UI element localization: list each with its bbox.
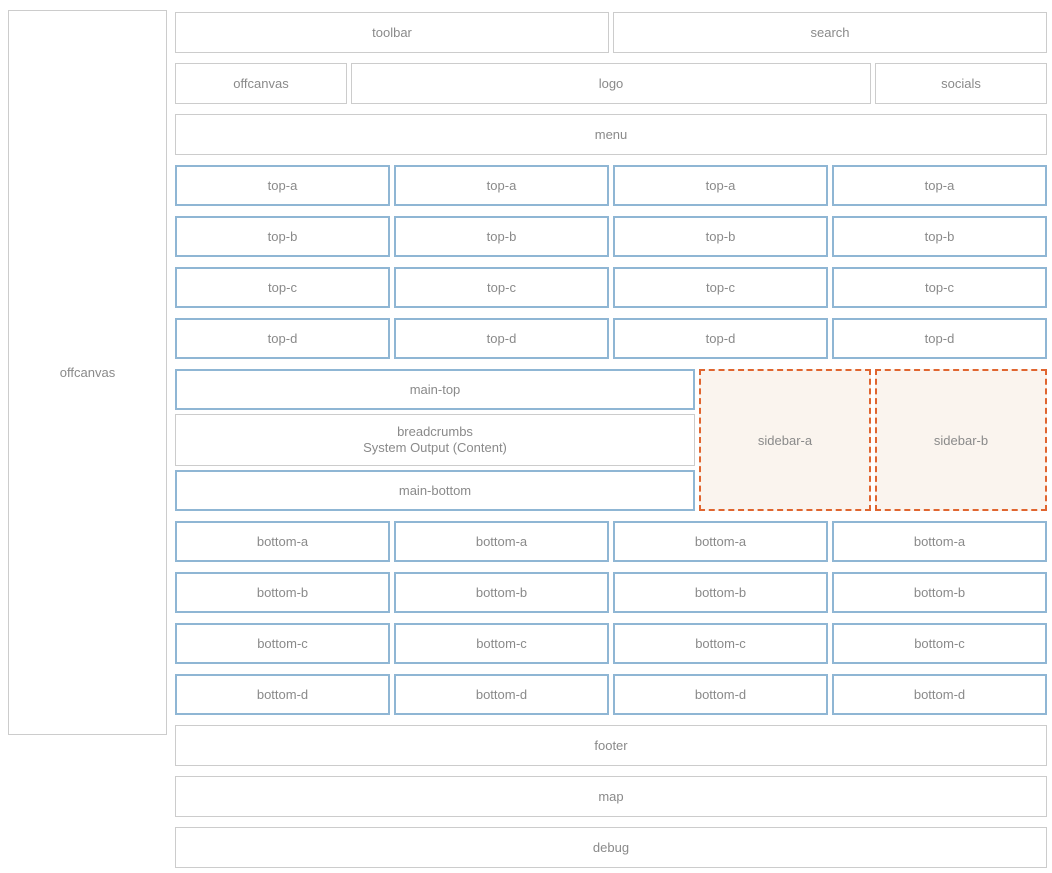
row-map: map bbox=[175, 776, 1047, 817]
position-bottom-d-4: bottom-d bbox=[832, 674, 1047, 715]
position-main-bottom: main-bottom bbox=[175, 470, 695, 511]
position-menu: menu bbox=[175, 114, 1047, 155]
position-top-a-4: top-a bbox=[832, 165, 1047, 206]
position-top-a-3: top-a bbox=[613, 165, 828, 206]
position-map: map bbox=[175, 776, 1047, 817]
position-top-a-1: top-a bbox=[175, 165, 390, 206]
position-footer: footer bbox=[175, 725, 1047, 766]
position-logo: logo bbox=[351, 63, 871, 104]
position-debug: debug bbox=[175, 827, 1047, 868]
position-bottom-a-4: bottom-a bbox=[832, 521, 1047, 562]
row-top-b: top-b top-b top-b top-b bbox=[175, 216, 1047, 257]
position-bottom-b-4: bottom-b bbox=[832, 572, 1047, 613]
position-toolbar: toolbar bbox=[175, 12, 609, 53]
position-top-b-2: top-b bbox=[394, 216, 609, 257]
position-offcanvas-panel: offcanvas bbox=[8, 10, 167, 735]
row-bottom-d: bottom-d bottom-d bottom-d bottom-d bbox=[175, 674, 1047, 715]
row-main: main-top breadcrumbs System Output (Cont… bbox=[175, 369, 1047, 511]
main-content-column: main-top breadcrumbs System Output (Cont… bbox=[175, 369, 695, 511]
position-top-b-1: top-b bbox=[175, 216, 390, 257]
position-top-c-4: top-c bbox=[832, 267, 1047, 308]
position-bottom-b-2: bottom-b bbox=[394, 572, 609, 613]
position-bottom-d-2: bottom-d bbox=[394, 674, 609, 715]
position-bottom-a-1: bottom-a bbox=[175, 521, 390, 562]
content-column: toolbar search offcanvas logo socials me… bbox=[175, 12, 1047, 873]
position-search: search bbox=[613, 12, 1047, 53]
position-top-c-3: top-c bbox=[613, 267, 828, 308]
row-bottom-c: bottom-c bottom-c bottom-c bottom-c bbox=[175, 623, 1047, 664]
row-top-c: top-c top-c top-c top-c bbox=[175, 267, 1047, 308]
position-bottom-d-1: bottom-d bbox=[175, 674, 390, 715]
position-top-d-4: top-d bbox=[832, 318, 1047, 359]
position-bottom-a-2: bottom-a bbox=[394, 521, 609, 562]
position-top-c-1: top-c bbox=[175, 267, 390, 308]
row-footer: footer bbox=[175, 725, 1047, 766]
position-top-d-2: top-d bbox=[394, 318, 609, 359]
position-bottom-c-2: bottom-c bbox=[394, 623, 609, 664]
position-top-d-3: top-d bbox=[613, 318, 828, 359]
position-top-d-1: top-d bbox=[175, 318, 390, 359]
row-bottom-b: bottom-b bottom-b bottom-b bottom-b bbox=[175, 572, 1047, 613]
position-sidebar-a: sidebar-a bbox=[699, 369, 871, 511]
position-socials: socials bbox=[875, 63, 1047, 104]
row-top-a: top-a top-a top-a top-a bbox=[175, 165, 1047, 206]
system-output-label: System Output (Content) bbox=[363, 440, 507, 455]
position-bottom-b-3: bottom-b bbox=[613, 572, 828, 613]
row-debug: debug bbox=[175, 827, 1047, 868]
row-menu: menu bbox=[175, 114, 1047, 155]
position-offcanvas-toggle: offcanvas bbox=[175, 63, 347, 104]
position-bottom-c-4: bottom-c bbox=[832, 623, 1047, 664]
row-header: offcanvas logo socials bbox=[175, 63, 1047, 104]
position-top-a-2: top-a bbox=[394, 165, 609, 206]
position-top-b-3: top-b bbox=[613, 216, 828, 257]
position-top-b-4: top-b bbox=[832, 216, 1047, 257]
breadcrumbs-label: breadcrumbs bbox=[397, 424, 473, 439]
position-top-c-2: top-c bbox=[394, 267, 609, 308]
row-top-d: top-d top-d top-d top-d bbox=[175, 318, 1047, 359]
position-main-top: main-top bbox=[175, 369, 695, 410]
position-bottom-d-3: bottom-d bbox=[613, 674, 828, 715]
position-breadcrumbs-content: breadcrumbs System Output (Content) bbox=[175, 414, 695, 466]
row-bottom-a: bottom-a bottom-a bottom-a bottom-a bbox=[175, 521, 1047, 562]
position-bottom-c-3: bottom-c bbox=[613, 623, 828, 664]
position-bottom-b-1: bottom-b bbox=[175, 572, 390, 613]
position-bottom-a-3: bottom-a bbox=[613, 521, 828, 562]
row-toolbar-search: toolbar search bbox=[175, 12, 1047, 53]
position-bottom-c-1: bottom-c bbox=[175, 623, 390, 664]
position-sidebar-b: sidebar-b bbox=[875, 369, 1047, 511]
